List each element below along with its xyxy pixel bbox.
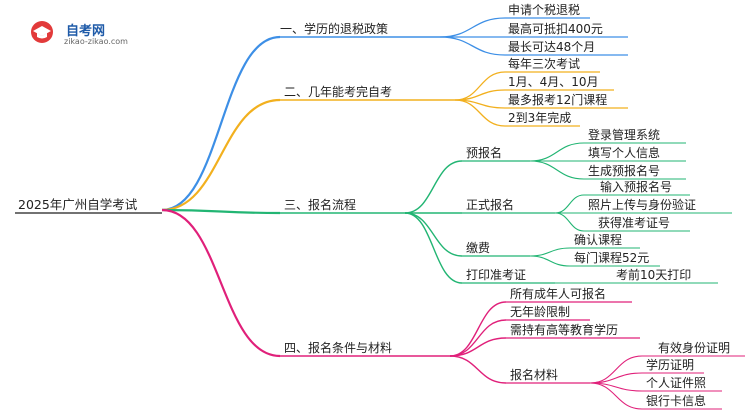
- root-connector: [161, 35, 281, 212]
- branch-3-step: 预报名: [466, 146, 503, 160]
- branch-4-label: 四、报名条件与材料: [284, 341, 393, 355]
- substep-connector: [529, 247, 571, 257]
- logo-url: zikao-zikao.com: [64, 37, 128, 46]
- graduation-cap-icon: [31, 21, 53, 43]
- leaf-connector: [454, 71, 506, 101]
- root-connector: [161, 208, 281, 215]
- branch-2-item: 1月、4月、10月: [508, 75, 599, 89]
- branch-2-item: 每年三次考试: [508, 57, 581, 71]
- leaf-connector: [454, 99, 506, 127]
- branch-3-substep: 填写个人信息: [588, 146, 661, 160]
- branch-3-step: 缴费: [466, 241, 491, 255]
- substep-connector: [554, 194, 585, 214]
- leaf-connector: [449, 301, 507, 357]
- substep-connector: [529, 142, 585, 162]
- root-topic: 2025年广州自学考试: [18, 197, 138, 212]
- branch-4-subitem: 个人证件照: [646, 376, 707, 390]
- branch-2-label: 二、几年能考完自考: [284, 85, 393, 99]
- branch-3-label: 三、报名流程: [284, 198, 357, 212]
- branch-3-step: 正式报名: [466, 198, 515, 212]
- step-connector: [404, 160, 463, 214]
- branch-4-subitem: 银行卡信息: [646, 394, 707, 408]
- branch-4-subitem: 有效身份证明: [658, 341, 731, 355]
- site-logo[interactable]: 自考网 zikao-zikao.com: [28, 18, 158, 50]
- branch-3-substep: 每门课程52元: [574, 251, 650, 265]
- branch-3-substep: 生成预报名号: [588, 164, 661, 178]
- step-connector: [404, 212, 463, 257]
- branch-4-item: 报名材料: [510, 368, 559, 382]
- branch-2-item: 2到3年完成: [508, 111, 572, 125]
- branch-2-item: 最多报考12门课程: [508, 93, 608, 107]
- branch-1-item: 申请个税退税: [508, 3, 581, 17]
- branch-1-item: 最高可抵扣400元: [508, 22, 603, 36]
- substep-connector: [529, 255, 571, 267]
- substep-connector: [529, 160, 585, 180]
- branch-3-substep: 考前10天打印: [616, 268, 692, 282]
- subitem-connector: [589, 355, 643, 384]
- branch-3-substep: 照片上传与身份验证: [588, 198, 697, 212]
- root-connector: [161, 208, 281, 358]
- logo-name: 自考网: [66, 24, 106, 39]
- branch-4-item: 所有成年人可报名: [510, 287, 607, 301]
- branch-1-item: 最长可达48个月: [508, 40, 596, 54]
- branch-3-substep: 获得准考证号: [598, 216, 671, 230]
- leaf-connector: [449, 355, 507, 384]
- leaf-connector: [439, 17, 506, 38]
- branch-4-subitem: 学历证明: [646, 358, 695, 372]
- branch-1-label: 一、学历的退税政策: [280, 22, 389, 36]
- step-connector: [404, 212, 463, 284]
- branch-4-item: 需持有高等教育学历: [510, 323, 619, 337]
- branch-3-step: 打印准考证: [466, 268, 527, 282]
- leaf-connector: [439, 36, 506, 56]
- branch-3-substep: 确认课程: [574, 233, 623, 247]
- branch-3-substep: 登录管理系统: [588, 128, 661, 142]
- substep-connector: [554, 212, 585, 232]
- branch-4-item: 无年龄限制: [510, 305, 571, 319]
- branch-3-substep: 输入预报名号: [600, 180, 673, 194]
- root-connector: [161, 98, 281, 212]
- leaf-connector: [449, 337, 507, 357]
- subitem-connector: [589, 382, 643, 410]
